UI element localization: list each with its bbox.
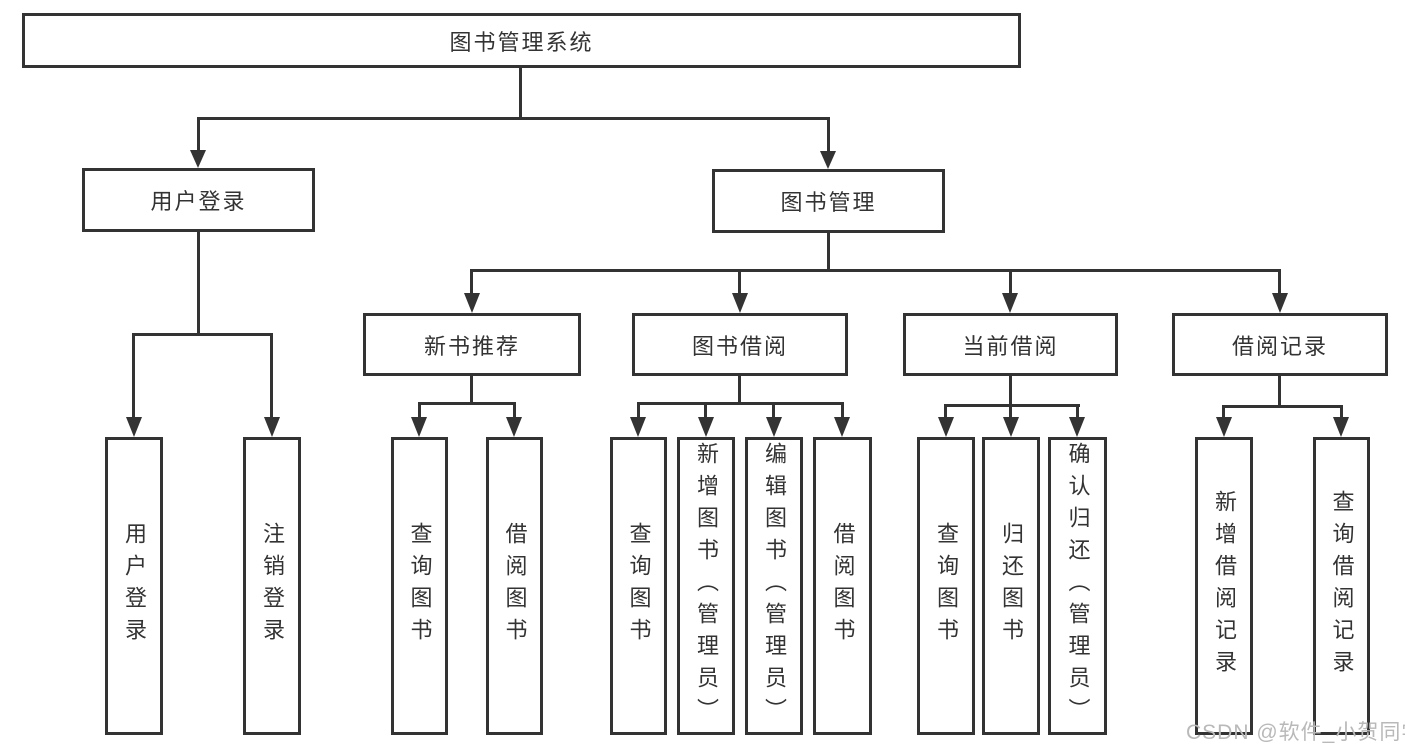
leaf-logout: 注销登录 [243, 437, 301, 735]
connector-line [1340, 405, 1343, 417]
node-new-book-recommend: 新书推荐 [363, 313, 581, 376]
node-borrow-record: 借阅记录 [1172, 313, 1388, 376]
arrow-down-icon [834, 417, 850, 437]
arrow-down-icon [938, 417, 954, 437]
arrow-down-icon [1003, 417, 1019, 437]
connector-line [637, 402, 844, 405]
leaf-edit-books-admin-label: 编辑图书（管理员） [762, 442, 787, 730]
connector-line [827, 233, 830, 272]
arrow-down-icon [411, 417, 427, 437]
leaf-query-books-borrow: 查询图书 [610, 437, 667, 735]
leaf-logout-label: 注销登录 [260, 522, 285, 650]
arrow-down-icon [190, 150, 206, 168]
node-current-borrow: 当前借阅 [903, 313, 1118, 376]
connector-line [841, 402, 844, 417]
leaf-confirm-return-admin: 确认归还（管理员） [1048, 437, 1107, 735]
connector-line [1222, 405, 1343, 408]
leaf-user-login: 用户登录 [105, 437, 163, 735]
arrow-down-icon [820, 151, 836, 169]
arrow-down-icon [1333, 417, 1349, 437]
node-borrow-record-label: 借阅记录 [1231, 333, 1328, 359]
connector-line [519, 68, 522, 120]
leaf-return-books-label: 归还图书 [999, 522, 1024, 650]
connector-line [1222, 405, 1225, 417]
arrow-down-icon [126, 417, 142, 437]
leaf-query-books-borrow-label: 查询图书 [626, 522, 652, 650]
leaf-add-borrow-record-label: 新增借阅记录 [1212, 490, 1237, 682]
connector-line [197, 117, 200, 150]
connector-line [132, 333, 135, 417]
connector-line [513, 402, 516, 417]
arrow-down-icon [264, 417, 280, 437]
connector-line [1009, 404, 1012, 417]
connector-line [470, 269, 473, 293]
leaf-add-books-admin-label: 新增图书（管理员） [694, 442, 719, 730]
connector-line [704, 402, 707, 417]
node-root: 图书管理系统 [22, 13, 1021, 68]
node-user-login-label: 用户登录 [150, 189, 247, 214]
connector-line [944, 404, 947, 417]
node-book-borrow-label: 图书借阅 [691, 333, 788, 359]
arrow-down-icon [1069, 417, 1085, 437]
node-book-management-label: 图书管理 [780, 190, 877, 215]
connector-line [1009, 376, 1012, 406]
arrow-down-icon [630, 417, 646, 437]
leaf-return-books: 归还图书 [982, 437, 1040, 735]
leaf-add-borrow-record: 新增借阅记录 [1195, 437, 1253, 735]
watermark: CSDN @软件_小贺同学 [1186, 721, 1405, 744]
node-current-borrow-label: 当前借阅 [962, 333, 1059, 359]
leaf-query-borrow-record: 查询借阅记录 [1313, 437, 1370, 735]
connector-line [197, 117, 830, 120]
leaf-add-books-admin: 新增图书（管理员） [677, 437, 735, 735]
connector-line [1009, 269, 1012, 293]
leaf-user-login-label: 用户登录 [122, 522, 147, 650]
connector-line [132, 333, 273, 336]
leaf-query-books-recommend-label: 查询图书 [407, 522, 433, 650]
connector-line [772, 402, 775, 417]
connector-line [827, 117, 830, 151]
connector-line [1278, 376, 1281, 407]
arrow-down-icon [766, 417, 782, 437]
arrow-down-icon [1002, 293, 1018, 313]
leaf-query-books-recommend: 查询图书 [391, 437, 448, 735]
connector-line [418, 402, 516, 405]
connector-line [470, 376, 473, 404]
leaf-query-books-current: 查询图书 [917, 437, 975, 735]
leaf-borrow-books-recommend-label: 借阅图书 [502, 522, 528, 650]
leaf-borrow-books-recommend: 借阅图书 [486, 437, 543, 735]
arrow-down-icon [464, 293, 480, 313]
node-new-book-recommend-label: 新书推荐 [423, 333, 520, 359]
node-book-management: 图书管理 [712, 169, 945, 233]
node-user-login: 用户登录 [82, 168, 315, 232]
connector-line [738, 376, 741, 404]
leaf-borrow-books-label: 借阅图书 [830, 522, 856, 650]
node-root-label: 图书管理系统 [449, 29, 594, 55]
leaf-query-books-current-label: 查询图书 [934, 522, 959, 650]
connector-line [197, 232, 200, 336]
connector-line [470, 269, 1281, 272]
node-book-borrow: 图书借阅 [632, 313, 848, 376]
connector-line [944, 404, 1080, 407]
leaf-borrow-books: 借阅图书 [813, 437, 872, 735]
arrow-down-icon [698, 417, 714, 437]
connector-line [738, 269, 741, 293]
connector-line [418, 402, 421, 417]
connector-line [637, 402, 640, 417]
leaf-query-borrow-record-label: 查询借阅记录 [1329, 490, 1355, 682]
leaf-confirm-return-admin-label: 确认归还（管理员） [1065, 442, 1091, 730]
arrow-down-icon [1272, 293, 1288, 313]
arrow-down-icon [732, 293, 748, 313]
arrow-down-icon [1216, 417, 1232, 437]
leaf-edit-books-admin: 编辑图书（管理员） [745, 437, 803, 735]
connector-line [270, 333, 273, 417]
connector-line [1076, 404, 1079, 417]
arrow-down-icon [506, 417, 522, 437]
connector-line [1278, 269, 1281, 293]
